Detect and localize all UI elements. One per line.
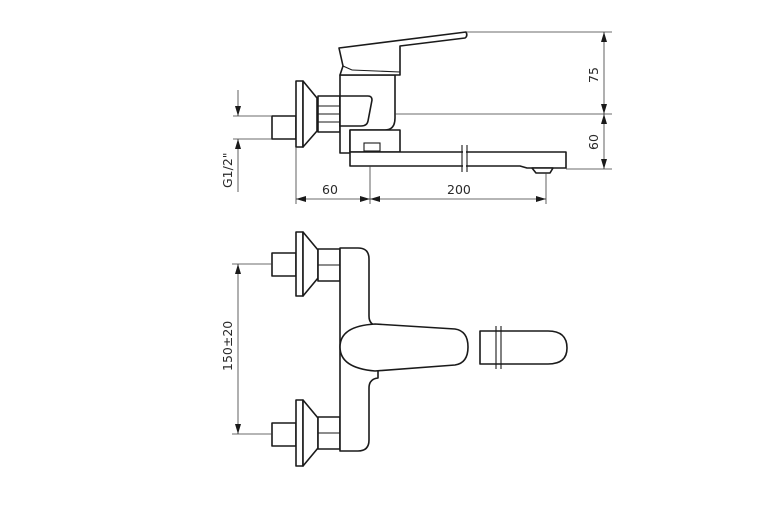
spout-base-notch <box>363 142 381 152</box>
inlet-spacing-label: 150±20 <box>220 321 235 371</box>
spout-base <box>349 129 401 153</box>
flange-cone <box>302 80 318 148</box>
spout <box>349 151 567 169</box>
lever-handle <box>338 31 468 76</box>
bottom-inlet-pipe <box>271 422 297 447</box>
side-view: G1/2" 60 200 75 60 <box>220 31 612 204</box>
lever-height-label: 75 <box>586 67 601 83</box>
top-flange-cone <box>302 231 319 297</box>
top-spout <box>479 330 568 365</box>
top-inlet-pipe <box>271 252 297 277</box>
inlet-pipe <box>271 115 297 140</box>
spout-height-label: 60 <box>586 134 601 150</box>
top-lever <box>339 323 469 372</box>
wall-to-body-label: 60 <box>322 182 338 197</box>
top-view: 150±20 <box>220 231 568 467</box>
wall-flange <box>295 80 304 148</box>
top-inlet-flange <box>295 231 304 297</box>
body-connector <box>339 95 373 127</box>
aerator <box>531 167 554 174</box>
bottom-inlet-flange <box>295 399 304 467</box>
bottom-flange-cone <box>302 399 319 467</box>
thread-size-label: G1/2" <box>220 152 235 188</box>
spout-reach-label: 200 <box>447 182 471 197</box>
